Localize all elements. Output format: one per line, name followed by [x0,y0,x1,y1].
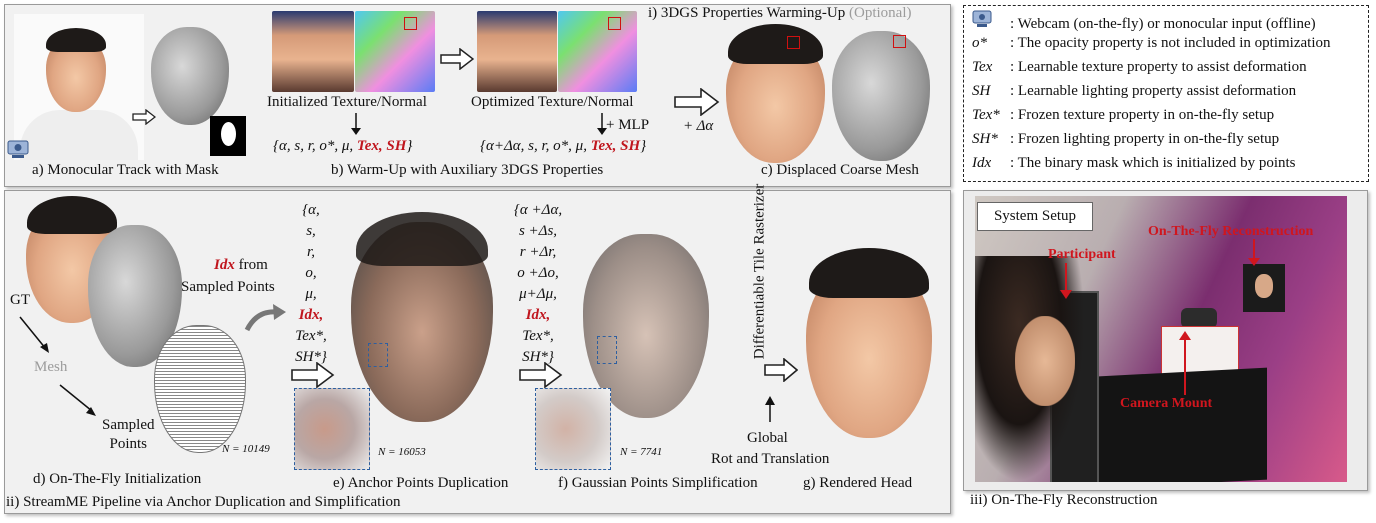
legend-row-webcam: : Webcam (on-the-fly) or monocular input… [972,10,1316,33]
system-setup-photo [975,196,1347,482]
camera-mount-label: Camera Mount [1120,396,1213,411]
texture-highlight [787,36,800,49]
arrow-down-right-icon [59,384,96,416]
panel-pipeline-title: ii) StreamME Pipeline via Anchor Duplica… [6,494,401,510]
arrow-icon [1060,263,1072,299]
system-setup-title: System Setup [977,202,1093,231]
label-g: g) Rendered Head [803,475,913,491]
onthefly-label: On-The-Fly Reconstruction [1148,224,1314,239]
rot-label: Rot and Translation [711,451,830,467]
property-set-2: {α+Δα, s, r, o*, μ, Tex, SH} [480,138,647,154]
sampled-points-label: Sampled Points [102,417,155,452]
arrow-icon [1248,239,1260,266]
texture-highlight [893,35,906,48]
mesh-label: Mesh [34,359,68,375]
init-texture-label: Initialized Texture/Normal [267,94,427,110]
arrow-down-icon [597,113,607,135]
zoom-indicator [597,336,617,364]
label-c: c) Displaced Coarse Mesh [761,162,919,178]
n-count-gaussian: N = 7741 [620,446,663,458]
label-e: e) Anchor Points Duplication [333,475,509,491]
arrow-up-icon [765,396,775,422]
tracked-mesh [151,27,229,125]
arrow-down-icon [351,113,361,135]
legend-box: : Webcam (on-the-fly) or monocular input… [963,5,1369,182]
mlp-label: + MLP [606,117,650,133]
webcam-device [1181,308,1217,328]
opt-texture-label: Optimized Texture/Normal [471,94,634,110]
texture-highlight [608,17,621,30]
reconstruction-preview [1243,264,1285,312]
arrow-right-icon [764,358,798,382]
monocular-input-photo [14,14,144,160]
delta-alpha-label: + Δα [683,118,714,134]
zoom-indicator [368,343,388,367]
displaced-mesh [832,31,930,161]
curved-arrow-icon [244,304,286,332]
rasterizer-label: Differentiable Tile Rasterizer [751,183,768,360]
arrow-right-icon [440,48,474,70]
label-b: b) Warm-Up with Auxiliary 3DGS Propertie… [331,162,604,178]
zoom-inset-gaussian [535,388,611,470]
legend-row: o*: The opacity property is not included… [972,35,1331,51]
property-set-1: {α, s, r, o*, μ, Tex, SH} [273,138,413,154]
arrow-right-icon [291,362,335,388]
legend-row: Idx: The binary mask which is initialize… [972,155,1296,171]
global-label: Global [747,430,788,446]
gt-label: GT [10,292,30,308]
n-count-init: N = 10149 [222,443,270,455]
label-f: f) Gaussian Points Simplification [558,475,758,491]
legend-row: Tex: Learnable texture property to assis… [972,59,1307,75]
arrow-right-icon [132,109,156,125]
face-mask [210,116,246,156]
arrow-icon [1179,331,1191,395]
sampled-points-wireframe [154,325,246,453]
legend-row: SH*: Frozen lighting property in on-the-… [972,131,1280,147]
arrow-right-icon [519,362,563,388]
panel-warmup-title: i) 3DGS Properties Warming-Up (Optional) [648,5,912,21]
idx-sampled-label: Sampled Points [181,279,275,295]
legend-row: SH: Learnable lighting property assist d… [972,83,1297,99]
optimized-normal [558,11,637,92]
idx-from-label: Idx from [214,257,268,273]
zoom-inset-anchor [294,388,370,470]
label-d: d) On-The-Fly Initialization [33,471,202,487]
gaussian-property-stack: {α +Δα, s +Δs, r +Δr, o +Δo, μ+Δμ, Idx, … [513,202,563,365]
panel-onthefly-title: iii) On-The-Fly Reconstruction [970,492,1158,508]
webcam-icon [972,10,992,27]
label-a: a) Monocular Track with Mask [32,162,219,178]
gaussian-points-head [583,234,709,418]
n-count-anchor: N = 16053 [378,446,426,458]
initialized-texture [272,11,354,92]
arrow-down-right-icon [19,316,49,353]
texture-highlight [404,17,417,30]
webcam-icon [7,139,29,159]
legend-row: Tex*: Frozen texture property in on-the-… [972,107,1275,123]
arrow-right-icon [674,88,720,116]
initialized-normal [355,11,435,92]
participant-label: Participant [1048,247,1116,262]
anchor-property-stack: {α, s, r, o, μ, Idx, Tex*, SH*} [295,202,327,365]
optimized-texture [477,11,557,92]
